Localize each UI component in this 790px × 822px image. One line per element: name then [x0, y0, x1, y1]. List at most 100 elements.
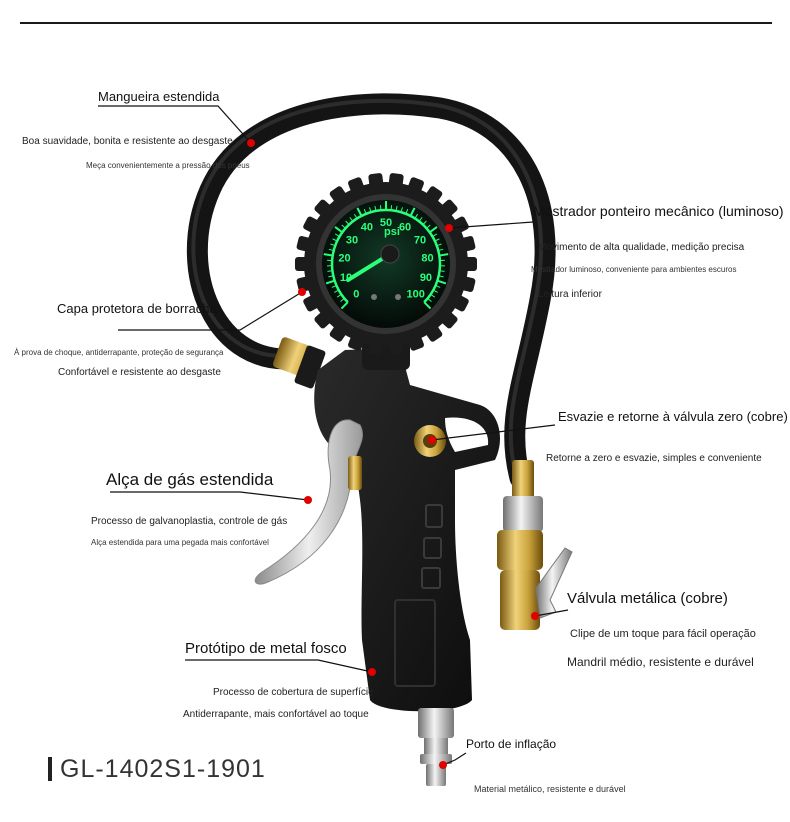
gauge-scale-label: 40: [361, 222, 373, 234]
model-code-text: GL-1402S1-1901: [60, 754, 266, 783]
gauge-dial-face: [322, 200, 450, 328]
dot-port: [439, 761, 447, 769]
gauge-tick: [409, 207, 416, 217]
gauge-tick: [437, 279, 447, 285]
callout-port-line-1: Material metálico, resistente e durável: [474, 784, 626, 794]
callout-zero-line-1: Retorne a zero e esvazie, simples e conv…: [546, 453, 762, 464]
gauge-tick: [334, 226, 343, 234]
gauge-tick: [427, 298, 432, 302]
top-rule: [20, 22, 772, 24]
callout-hose-line-1: Boa suavidade, bonita e resistente ao de…: [22, 136, 233, 147]
gauge-tick: [323, 253, 333, 257]
gauge-scale-label: 0: [353, 289, 359, 301]
callout-handle-line-1: Processo de galvanoplastia, controle de …: [91, 516, 288, 527]
gauge-tick: [423, 301, 432, 310]
callout-dots: [247, 139, 539, 769]
gauge-tick: [426, 224, 431, 229]
callout-valve-line-2: Mandril médio, resistente e durável: [567, 655, 754, 669]
gauge-tick: [418, 217, 423, 222]
gauge-tick: [439, 270, 445, 272]
gauge-tick: [430, 293, 436, 298]
gauge-scale-label: 70: [414, 234, 426, 246]
gauge-tick: [328, 275, 334, 278]
gauge-scale-label: 50: [380, 217, 392, 229]
gauge-tick: [438, 248, 444, 252]
gauge-tick: [332, 238, 338, 242]
gauge-tick: [345, 220, 350, 225]
callout-hose-line-2: Meça convenientemente a pressão dos pneu…: [86, 161, 250, 170]
gauge-scale-label: 60: [399, 222, 411, 234]
gauge-tick: [336, 293, 342, 298]
gauge-tick: [325, 279, 335, 285]
gauge-tick: [414, 213, 419, 219]
gauge-tick: [349, 217, 354, 222]
model-code: GL-1402S1-1901: [48, 754, 266, 783]
gauge-tick: [432, 233, 438, 237]
gauge-tick: [400, 207, 403, 213]
dot-hose: [247, 139, 255, 147]
callout-valve-line-1: Clipe de um toque para fácil operação: [570, 628, 756, 640]
gauge-unit: psi: [384, 226, 400, 238]
callout-body-title: Protótipo de metal fosco: [185, 640, 347, 657]
gauge-tick: [340, 298, 345, 302]
callout-body-line-1: Processo de cobertura de superfície: [213, 687, 374, 698]
gauge-tick: [434, 238, 440, 242]
gauge-tick: [405, 208, 409, 214]
gauge-tick: [363, 208, 367, 214]
callout-valve-title: Válvula metálica (cobre): [567, 590, 728, 607]
gauge-tick: [436, 243, 442, 247]
gauge-scale-label: 20: [338, 252, 350, 264]
gauge-tick: [369, 207, 372, 213]
callout-zero-title: Esvazie e retorne à válvula zero (cobre): [558, 409, 788, 424]
gauge-tick: [439, 253, 449, 257]
gauge-tick: [341, 224, 346, 229]
callout-handle-title: Alça de gás estendida: [106, 470, 274, 489]
callout-dial-title: Mostrador ponteiro mecânico (luminoso): [533, 203, 784, 219]
callout-cover-line-1: À prova de choque, antiderrapante, prote…: [14, 348, 224, 357]
gauge-scale-label: 90: [420, 272, 432, 284]
gauge-tick: [435, 284, 441, 288]
callout-cover-line-2: Confortável e resistente ao desgaste: [58, 367, 221, 378]
gauge-tick: [340, 301, 349, 310]
gauge-scale-label: 30: [346, 234, 358, 246]
gauge-tick: [330, 243, 336, 247]
dot-zero: [428, 436, 436, 444]
gauge-tick: [334, 289, 339, 293]
hose-fitting-left: [273, 337, 326, 389]
gauge-tick: [429, 226, 438, 234]
dot-dial: [445, 224, 453, 232]
inflation-port: [418, 708, 454, 786]
dot-handle: [304, 496, 312, 504]
gauge-tick: [438, 275, 444, 278]
dot-body: [368, 668, 376, 676]
model-code-bar: [48, 757, 52, 781]
gauge-scale-label: 100: [407, 289, 425, 301]
gauge-tick: [334, 233, 340, 237]
hose: [186, 93, 556, 489]
gauge-tick: [422, 220, 427, 225]
gauge-tick: [433, 289, 438, 293]
callout-dial-line-3: Leitura inferior: [538, 289, 602, 300]
leader-lines: [98, 105, 569, 766]
gauge-tick: [327, 270, 333, 272]
gauge-tick: [331, 284, 337, 288]
callout-body-line-2: Antiderrapante, mais confortável ao toqu…: [183, 709, 369, 720]
dot-valve: [531, 612, 539, 620]
callout-handle-line-2: Alça estendida para uma pegada mais conf…: [91, 538, 269, 547]
callout-dial-line-2: Mostrador luminoso, conveniente para amb…: [531, 265, 737, 274]
gauge-tick: [356, 207, 363, 217]
gauge-tick: [374, 205, 377, 212]
dot-cover: [298, 288, 306, 296]
gauge-tick: [395, 205, 398, 212]
gauge-tick: [328, 248, 334, 252]
callout-hose-title: Mangueira estendida: [98, 89, 220, 104]
chuck-assembly: [497, 460, 573, 630]
callout-dial-line-1: Movimento de alta qualidade, medição pre…: [538, 242, 745, 253]
gauge-scale-label: 80: [421, 252, 433, 264]
gauge-tick: [353, 213, 358, 219]
callout-cover-title: Capa protetora de borracha: [57, 301, 217, 316]
callout-port-title: Porto de inflação: [466, 737, 557, 751]
